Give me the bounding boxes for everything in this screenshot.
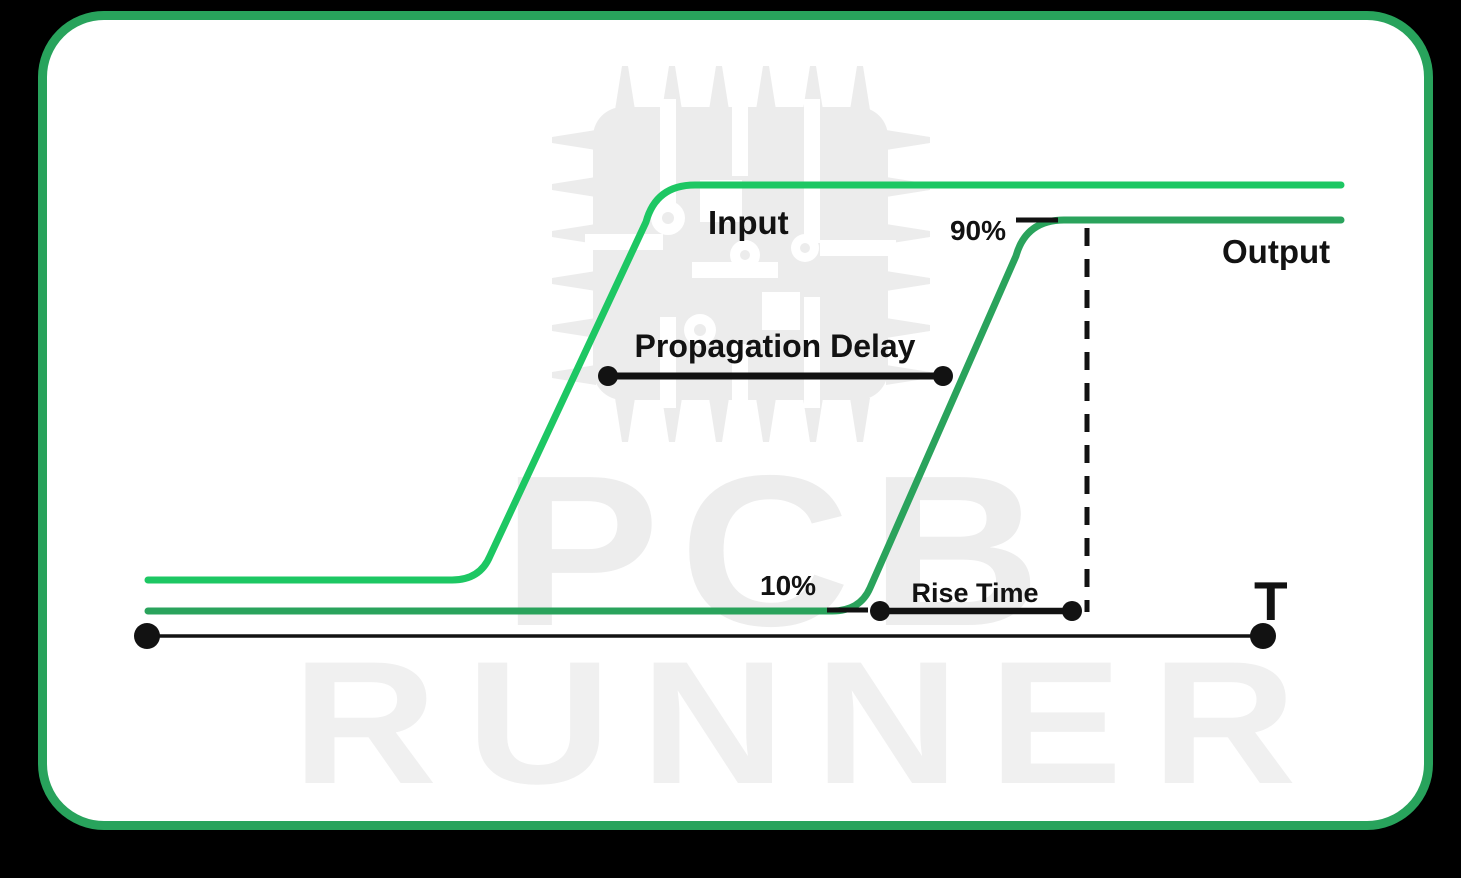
input-signal-label: Input <box>708 204 789 241</box>
ninety-percent-label: 90% <box>949 215 1006 246</box>
time-axis-label: T <box>1254 570 1288 632</box>
watermark-runner-text: RUNNER <box>292 626 1326 821</box>
ten-percent-label: 10% <box>760 570 817 601</box>
propagation-delay-label: Propagation Delay <box>634 328 916 364</box>
output-signal-label: Output <box>1222 233 1331 270</box>
rise-time-label: Rise Time <box>911 578 1039 608</box>
